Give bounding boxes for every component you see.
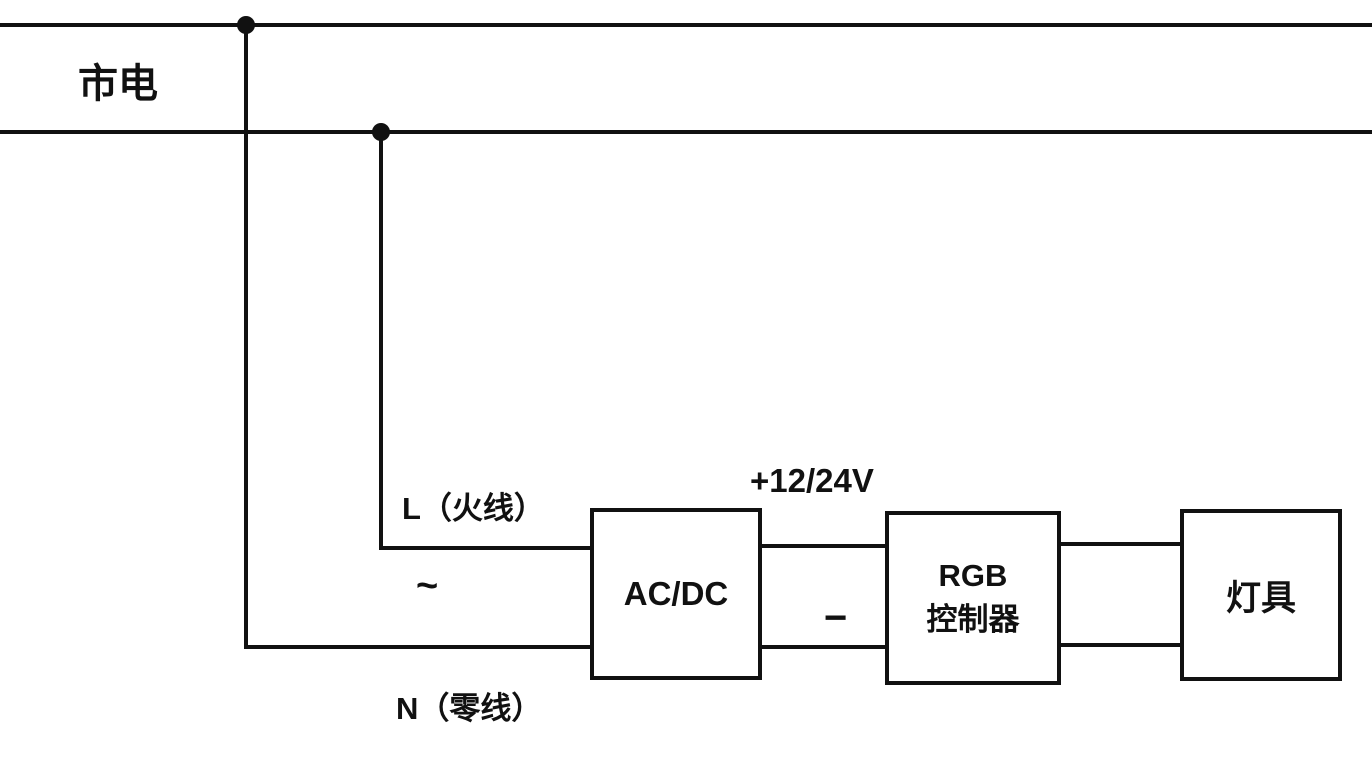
- rgb-controller-label-line2: 控制器: [926, 601, 1020, 637]
- mains-line-top: [0, 23, 1372, 27]
- live-wire-label: L（火线）: [402, 491, 545, 526]
- wire-rgb-lamp-bottom: [1059, 643, 1182, 647]
- ac-tilde-label: ~: [416, 565, 439, 607]
- lamp-label: 灯具: [1225, 578, 1296, 618]
- lamp-box: 灯具: [1180, 509, 1342, 681]
- rgb-controller-label-line1: RGB: [938, 557, 1008, 593]
- output-voltage-label: +12/24V: [750, 462, 874, 499]
- acdc-converter-label: AC/DC: [623, 575, 729, 612]
- acdc-converter-box: AC/DC: [590, 508, 762, 680]
- wire-live-horizontal: [379, 546, 592, 550]
- mains-line-bottom: [0, 130, 1372, 134]
- negative-terminal-label: −: [824, 596, 848, 640]
- wire-neutral-horizontal: [244, 645, 592, 649]
- wire-live-vertical: [379, 132, 383, 550]
- wire-rgb-lamp-top: [1059, 542, 1182, 546]
- rgb-controller-box: RGB 控制器: [885, 511, 1061, 685]
- wire-acdc-rgb-positive: [760, 544, 887, 548]
- wire-neutral-vertical: [244, 25, 248, 649]
- mains-label: 市电: [78, 62, 158, 106]
- wire-acdc-rgb-negative: [760, 645, 887, 649]
- neutral-wire-label: N（零线）: [396, 691, 543, 726]
